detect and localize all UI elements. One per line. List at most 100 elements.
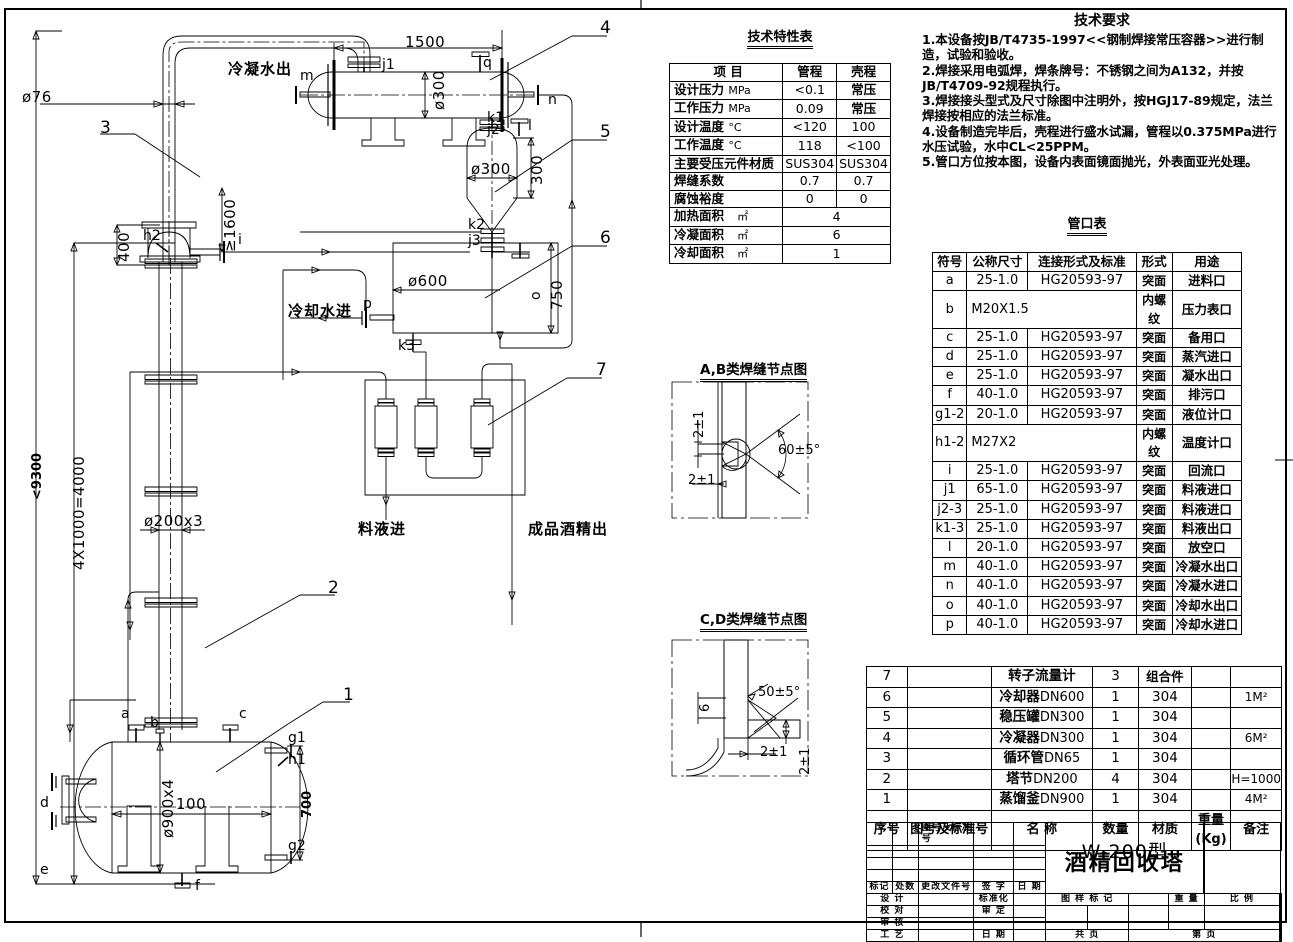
nozzle-tag-k1: k1 [487, 110, 505, 126]
tb-blank [891, 857, 919, 870]
requirement-item: 2.焊接采用电弧焊，焊条牌号：不锈钢之间为A132，并按JB/T4709-92规… [922, 62, 1244, 93]
bom-no: 2 [866, 768, 908, 790]
nozzle-tag-g1: g1 [288, 730, 306, 746]
nozzle-tag-b: b [150, 715, 159, 731]
bom-no: 1 [866, 789, 908, 811]
nozzle-tag-m: m [300, 68, 314, 84]
nozzle-form: 突面 [1135, 480, 1173, 501]
label-cooling-water-in: 冷却水进 [288, 302, 353, 320]
tb-blank [1279, 929, 1282, 942]
tb-blank [1044, 905, 1088, 930]
bom-name: 冷却器DN600 [990, 686, 1093, 708]
nozzle-tag-h2: h2 [143, 228, 161, 244]
dim-cooler-height: 750 [548, 279, 566, 310]
tb-check-label: 校 对 [866, 905, 919, 918]
nozzle-tag-d: d [40, 795, 49, 811]
nozzle-tag-k2: k2 [468, 217, 486, 233]
tb-mark-label: 图 样 标 记 [1044, 893, 1130, 906]
nozzle-symbol: b [931, 290, 968, 329]
weld-cd-angle: 50±5° [758, 685, 801, 700]
bom-remark: 1M² [1230, 686, 1282, 708]
dim-sep-height: 300 [528, 154, 546, 185]
nozzle-tag-n: n [548, 92, 557, 108]
tb-blank [866, 845, 893, 858]
bom-name: 循环管DN65 [990, 748, 1093, 770]
weld-ab-angle: 60±5° [778, 443, 821, 458]
nozzle-standard: HG20593-97 [1027, 480, 1137, 501]
nozzle-size: 40-1.0 [966, 595, 1029, 616]
nozzle-symbol: c [931, 327, 968, 349]
nozzle-use: 备用口 [1171, 327, 1243, 349]
dim-min-height: ≥1600 [221, 198, 239, 252]
tb-blank [1203, 905, 1281, 930]
nozzle-tag-f: f [195, 878, 200, 894]
nozzle-form: 突面 [1135, 614, 1173, 636]
title-block: 图号及标准号 W-200型 酒精回收塔 标记处数更改文 [866, 822, 1282, 942]
nozzle-symbol: k1-3 [931, 518, 968, 540]
nozzle-form: 突面 [1135, 385, 1173, 406]
tb-blank [891, 822, 919, 846]
tb-rev-docno: 更改文件号 [917, 881, 975, 894]
tb-process-label: 工 艺 [866, 929, 919, 942]
spec-tube: <0.1 [782, 80, 838, 100]
tb-blank [917, 845, 975, 858]
bom-qty: 1 [1091, 727, 1140, 749]
nozzle-tag-j2: j2 [487, 122, 500, 138]
tb-blank [1013, 869, 1046, 882]
spec-shell: SUS304 [836, 154, 891, 173]
label-condensate-out: 冷凝水出 [228, 60, 293, 78]
nozzle-standard: HG20593-97 [1027, 271, 1137, 292]
bom-name: 蒸馏釜DN900 [990, 789, 1093, 811]
tb-rev-mark: 标记 [866, 881, 893, 894]
nozzle-tag-j3: j3 [468, 233, 481, 249]
tb-blank [1086, 905, 1130, 930]
nozzle-standard: HG20593-97 [1027, 614, 1137, 636]
spec-shell: 常压 [836, 80, 891, 100]
spec-header: 壳程 [836, 63, 891, 82]
tb-blank [973, 845, 1015, 858]
bom-name: 塔节DN200 [990, 768, 1093, 790]
nozzle-form: 突面 [1135, 595, 1173, 616]
nozzle-tag-h1: h1 [288, 752, 306, 768]
dim-cooler-dia: ø600 [408, 272, 448, 290]
nozzle-use: 冷却水出口 [1171, 595, 1243, 616]
bom-code [906, 789, 992, 811]
nozzle-standard: HG20593-97 [1027, 461, 1137, 482]
bom-weight [1190, 768, 1232, 790]
bom-name: 稳压罐DN300 [990, 707, 1093, 729]
tb-blank [1013, 917, 1046, 930]
tb-approve-label: 审 定 [973, 905, 1015, 918]
nozzle-use: 冷凝水进口 [1171, 576, 1243, 597]
requirement-item: 3.焊接接头型式及尺寸除图中注明外，按HGJ17-89规定，法兰焊接按相应的法兰… [922, 93, 1273, 124]
bom-qty: 3 [1091, 666, 1140, 688]
nozzle-form: 突面 [1135, 366, 1173, 387]
tb-name: 酒精回收塔 [1064, 851, 1185, 876]
tb-drawing-name-cell: W-200型 酒精回收塔 [1044, 822, 1206, 894]
tb-review-value [917, 917, 975, 930]
nozzle-standard: HG20593-97 [1027, 385, 1137, 406]
nozzle-size: 40-1.0 [966, 576, 1029, 597]
tb-mark-value [1128, 893, 1170, 906]
nozzle-size: 40-1.0 [966, 557, 1029, 578]
spec-item: 冷凝面积 ㎡ [668, 225, 784, 245]
bom-code [906, 666, 992, 688]
nozzle-tag-l: l [528, 118, 532, 134]
nozzle-form: 突面 [1135, 461, 1173, 482]
label-product-out: 成品酒精出 [528, 520, 609, 538]
nozzle-tag-e: e [40, 862, 49, 878]
bom-no: 7 [866, 666, 908, 688]
bom-material: 304 [1138, 686, 1192, 708]
tb-date-label: 日 期 [973, 929, 1015, 942]
nozzle-tag-i: i [238, 232, 242, 248]
tb-process-value [917, 929, 975, 942]
tb-approve-value [1013, 905, 1046, 918]
bom-remark [1230, 748, 1282, 770]
weld-detail-ab-title: A,B类焊缝节点图 [700, 358, 808, 382]
bom-qty: 4 [1091, 768, 1140, 790]
